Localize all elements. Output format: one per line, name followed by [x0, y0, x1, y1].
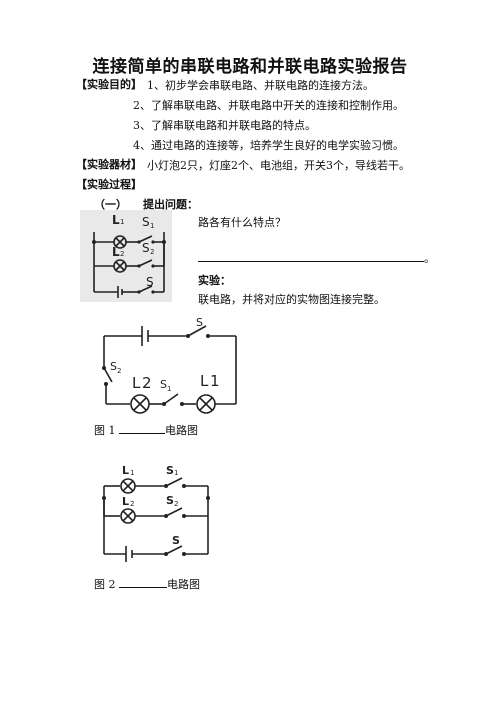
- equipment-label: 【实验器材】: [76, 158, 142, 171]
- process-label: 【实验过程】: [76, 178, 142, 191]
- fig2-switch-s1-label: S: [166, 464, 174, 477]
- fig2-switch-s2-label: S: [166, 494, 174, 507]
- fig1-lamp-l1-subscript: 1: [210, 372, 220, 390]
- section1-title: 提出问题：: [143, 198, 198, 211]
- lamp-l1-subscript: 1: [120, 218, 124, 226]
- figure1-caption: 图 1 电路图: [94, 423, 198, 437]
- figure1-series-circuit: S S 2 L 2 S 1 L 1: [102, 316, 237, 414]
- fig2-lamp-l1-subscript: 1: [130, 469, 134, 477]
- purpose-item-2: 2、了解串联电路、并联电路中开关的连接和控制作用。: [133, 99, 404, 112]
- page-title: 连接简单的串联电路和并联电路实验报告: [92, 57, 408, 77]
- figure2-parallel-circuit: L 1 S 1 L 2 S 2 S: [102, 464, 210, 562]
- equipment-text: 小灯泡2只，灯座2个、电池组，开关3个，导线若干。: [147, 159, 410, 172]
- fig1-lamp-l2-label: L: [132, 374, 141, 392]
- switch-s2-label: S: [142, 241, 150, 255]
- purpose-item-4: 4、通过电路的连接等，培养学生良好的电学实验习惯。: [133, 139, 404, 152]
- switch-s2-subscript: 2: [150, 248, 154, 256]
- fig1-lamp-l1-label: L: [200, 372, 209, 390]
- section1-number: （一）: [94, 198, 127, 211]
- figure2-caption: 图 2 电路图: [94, 577, 200, 591]
- answer-blank-line: [198, 251, 424, 262]
- fig1-lamp-l2-subscript: 2: [142, 374, 152, 392]
- purpose-item-1: 1、初步学会串联电路、并联电路的连接方法。: [147, 79, 374, 92]
- fig1-switch-s1-label: S: [160, 378, 167, 391]
- lamp-l2-subscript: 2: [120, 250, 124, 258]
- fig2-lamp-l2-subscript: 2: [130, 500, 134, 508]
- fig1-switch-s1-subscript: 1: [167, 385, 171, 393]
- figure1-blank: [119, 423, 165, 434]
- fig1-switch-s-label: S: [196, 316, 203, 329]
- question-text: 路各有什么特点？: [198, 216, 286, 229]
- figure2-blank: [119, 577, 167, 588]
- purpose-item-3: 3、了解串联电路和并联电路的特点。: [133, 119, 316, 132]
- switch-s1-label: S: [142, 215, 150, 229]
- switch-s-label: S: [146, 275, 154, 289]
- fig2-lamp-l2-label: L: [122, 495, 129, 508]
- experiment-label: 实验：: [198, 274, 231, 287]
- fig2-lamp-l1-label: L: [122, 464, 129, 477]
- parallel-circuit-small: L 1 S 1 L 2 S 2 S: [80, 210, 172, 302]
- purpose-label: 【实验目的】: [76, 78, 142, 91]
- lamp-l2-label: L: [112, 245, 120, 259]
- fig2-switch-s-label: S: [172, 534, 180, 547]
- fig1-switch-s2-label: S: [110, 360, 117, 373]
- fig1-switch-s2-subscript: 2: [117, 367, 121, 375]
- lamp-l1-label: L: [112, 213, 120, 227]
- fig2-switch-s2-subscript: 2: [174, 500, 178, 508]
- switch-s1-subscript: 1: [150, 222, 154, 230]
- fig2-switch-s1-subscript: 1: [174, 469, 178, 477]
- question-end-mark: 。: [424, 252, 435, 265]
- experiment-text: 联电路，并将对应的实物图连接完整。: [198, 293, 385, 306]
